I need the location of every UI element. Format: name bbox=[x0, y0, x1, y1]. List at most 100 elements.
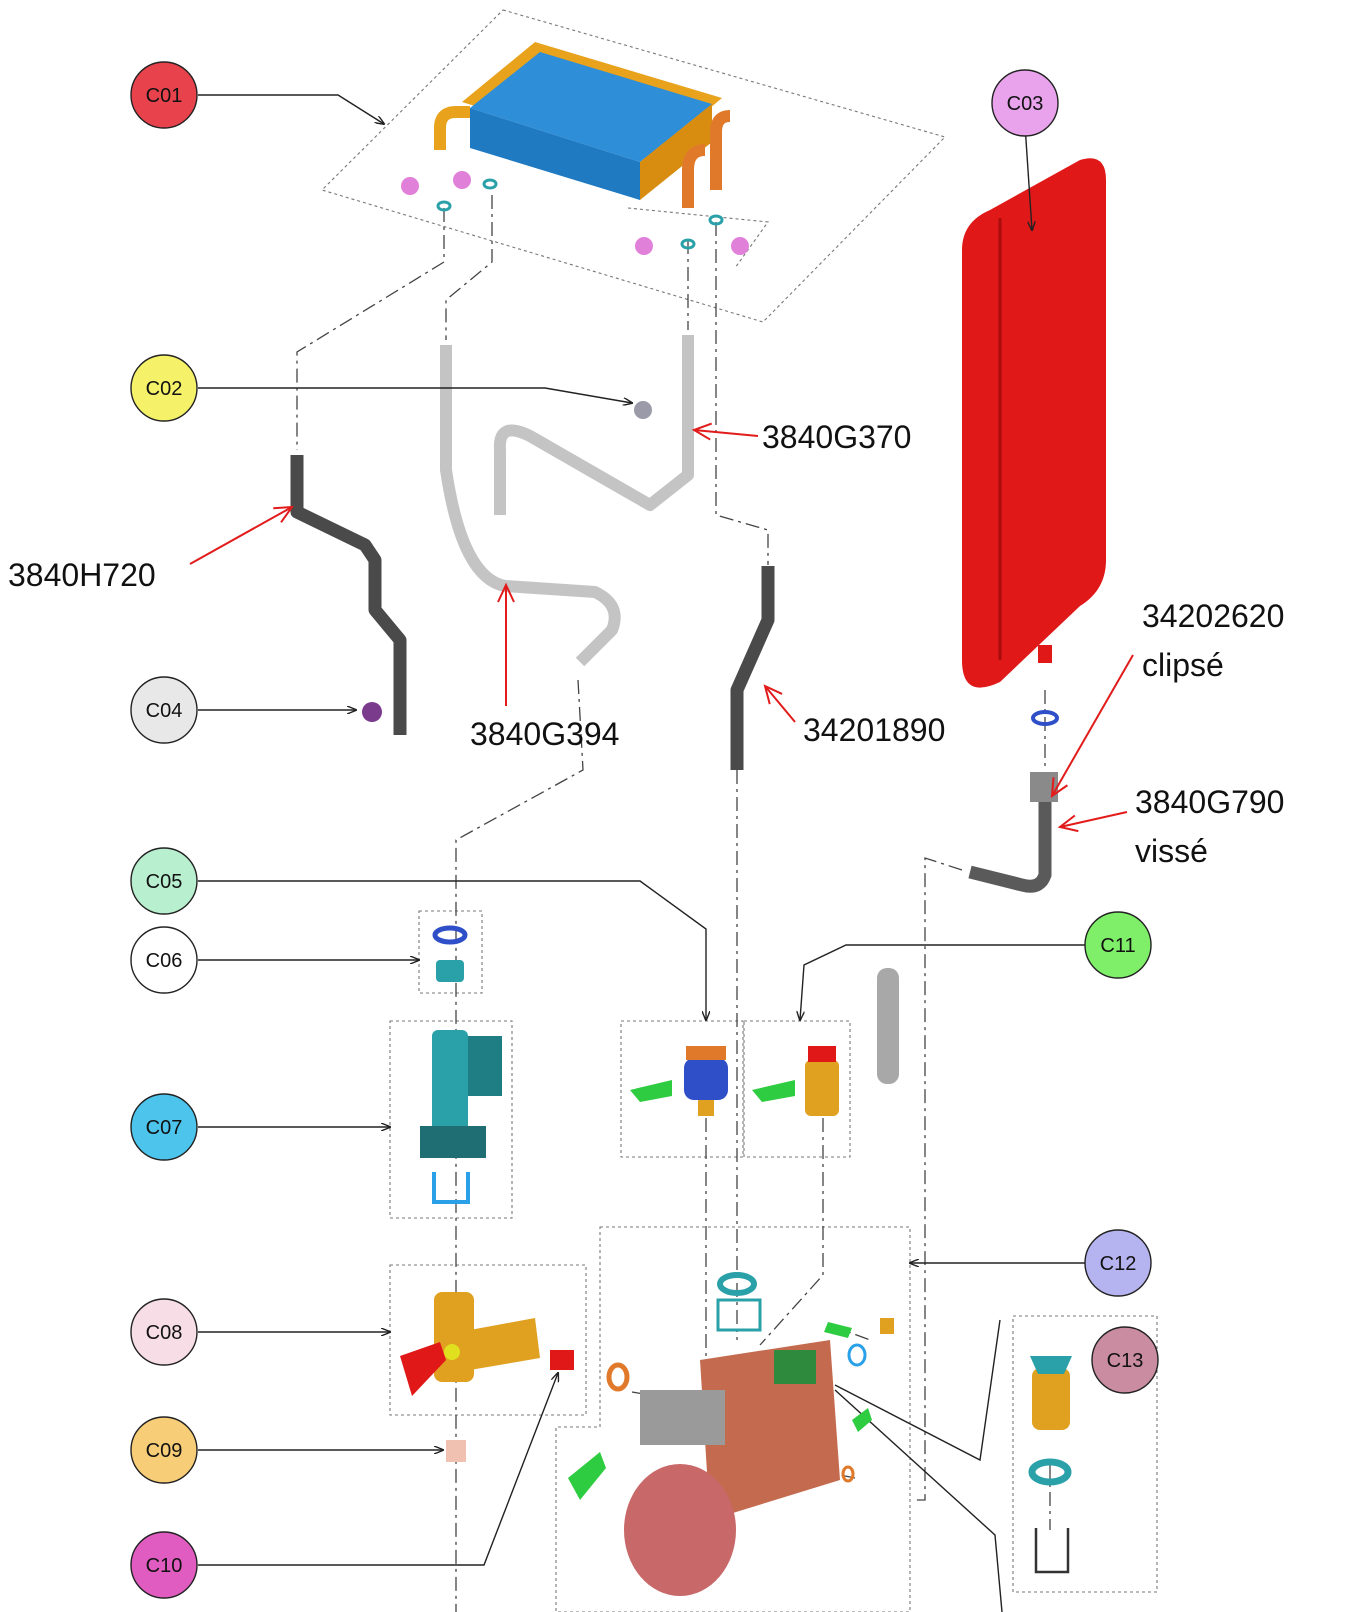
ref-label-34201890: 34201890 bbox=[803, 712, 945, 748]
callout-label: C06 bbox=[146, 950, 183, 972]
ref-label-3840g790: 3840G790 bbox=[1135, 784, 1284, 820]
callout-c10[interactable]: C10 bbox=[130, 1531, 198, 1599]
callout-c07[interactable]: C07 bbox=[130, 1093, 198, 1161]
callout-label: C04 bbox=[146, 700, 183, 722]
plug-icon bbox=[880, 1318, 894, 1334]
callout-label: C11 bbox=[1100, 935, 1135, 957]
expansion-vessel bbox=[962, 158, 1106, 726]
callout-c05[interactable]: C05 bbox=[130, 847, 198, 915]
reference-labels: 3840G370 3840H720 3840G394 34201890 3420… bbox=[8, 419, 1284, 869]
o-ring-icon bbox=[1028, 1458, 1072, 1486]
ref-arrow-34201890 bbox=[763, 684, 796, 723]
leader-c11 bbox=[800, 944, 1088, 1020]
ref-arrow-3840g370 bbox=[691, 422, 759, 441]
pipe-34201890 bbox=[730, 566, 775, 770]
c12-group-box bbox=[555, 1226, 911, 1612]
pipe-3840g370 bbox=[493, 335, 694, 515]
callout-c06[interactable]: C06 bbox=[130, 926, 198, 994]
link-right-pipe bbox=[715, 222, 769, 565]
relief-valve-cap bbox=[808, 1046, 836, 1062]
ref-label-visse: vissé bbox=[1135, 833, 1208, 869]
link-valve-column bbox=[455, 679, 584, 1612]
clip-icon bbox=[401, 177, 419, 195]
link-vessel-return bbox=[912, 857, 963, 1501]
diverter-valve-c07 bbox=[420, 1030, 502, 1204]
c05-group-box bbox=[620, 1020, 744, 1158]
ref-label-3840g394: 3840G394 bbox=[470, 716, 619, 752]
diverter-valve-base bbox=[420, 1126, 486, 1158]
pump-terminal-box bbox=[640, 1390, 725, 1445]
o-ring-icon bbox=[1031, 710, 1059, 726]
green-clip-icon bbox=[824, 1322, 852, 1338]
pipe-3840h720 bbox=[290, 455, 407, 735]
o-ring-icon bbox=[717, 1272, 757, 1296]
air-vent-body bbox=[1032, 1368, 1070, 1430]
leader-c02 bbox=[198, 387, 632, 403]
pipe-3840g394 bbox=[440, 345, 621, 667]
link-light-pipe bbox=[445, 195, 493, 340]
heat-exchanger-front-face bbox=[470, 108, 640, 200]
green-clip-icon bbox=[568, 1452, 606, 1500]
callout-c04[interactable]: C04 bbox=[130, 676, 198, 744]
callout-c13[interactable]: C13 bbox=[1091, 1326, 1159, 1394]
o-ring-icon bbox=[847, 1343, 867, 1367]
callout-label: C02 bbox=[146, 378, 183, 400]
air-vent-c13 bbox=[1028, 1356, 1072, 1574]
diverter-valve-body bbox=[432, 1030, 468, 1140]
grouping-boxes bbox=[320, 9, 1158, 1612]
sensor-c02-icon bbox=[634, 401, 652, 419]
leader-c05 bbox=[198, 880, 706, 1020]
ref-arrow-34202620 bbox=[1050, 654, 1134, 799]
callout-label: C08 bbox=[146, 1322, 183, 1344]
pump-assembly-c12 bbox=[568, 1272, 894, 1596]
callout-c03[interactable]: C03 bbox=[991, 69, 1059, 137]
relief-drain-tube bbox=[877, 968, 899, 1084]
o-ring-icon bbox=[432, 925, 468, 945]
link-c11-column bbox=[759, 1118, 824, 1346]
callout-badges: C01 C02 C03 C04 C05 C06 C07 C08 C09 C10 … bbox=[130, 61, 1159, 1599]
fill-valve-knob bbox=[444, 1344, 460, 1360]
clip-icon bbox=[731, 237, 749, 255]
callout-c11[interactable]: C11 bbox=[1084, 911, 1152, 979]
o-ring-icon bbox=[708, 214, 724, 226]
callout-c01[interactable]: C01 bbox=[130, 61, 198, 129]
sensor-c04-icon bbox=[362, 702, 382, 722]
leader-c01 bbox=[198, 94, 384, 124]
callout-label: C05 bbox=[146, 871, 183, 893]
reference-arrows bbox=[189, 422, 1134, 833]
pressure-sensor-c05 bbox=[630, 1046, 728, 1116]
diverter-valve-motor bbox=[468, 1036, 502, 1096]
ref-label-34202620: 34202620 bbox=[1142, 598, 1284, 634]
c13-group-box bbox=[1012, 1315, 1158, 1593]
drain-plug-c09 bbox=[446, 1440, 466, 1462]
callout-c12[interactable]: C12 bbox=[1084, 1229, 1152, 1297]
fill-valve-body bbox=[434, 1292, 474, 1382]
leader-c10 bbox=[198, 1373, 558, 1566]
hydraulic-block bbox=[700, 1340, 840, 1520]
callout-label: C01 bbox=[146, 85, 183, 107]
heat-exchanger-end-plate bbox=[640, 104, 712, 200]
o-ring-icon bbox=[436, 200, 452, 212]
air-vent-cap bbox=[1030, 1356, 1072, 1374]
pipe-3840g790 bbox=[968, 778, 1052, 893]
green-clip-icon bbox=[630, 1080, 672, 1102]
heat-exchanger-pipe-left bbox=[434, 106, 470, 150]
pipe-3840g790-nut bbox=[1030, 772, 1058, 802]
heat-exchanger-fins bbox=[470, 52, 712, 162]
callout-c09[interactable]: C09 bbox=[130, 1416, 198, 1484]
ref-label-3840g370: 3840G370 bbox=[762, 419, 911, 455]
ref-arrow-3840h720 bbox=[189, 505, 295, 565]
pressure-sensor-cap bbox=[686, 1046, 726, 1060]
green-clip-icon bbox=[752, 1080, 795, 1102]
flow-restrictor-c06 bbox=[436, 960, 464, 982]
callout-c02[interactable]: C02 bbox=[130, 354, 198, 422]
callout-label: C13 bbox=[1107, 1350, 1144, 1372]
callout-c08[interactable]: C08 bbox=[130, 1298, 198, 1366]
callout-label: C07 bbox=[146, 1117, 183, 1139]
relief-valve-c11 bbox=[752, 968, 899, 1116]
u-clip-icon bbox=[1034, 1528, 1070, 1574]
clip-icon bbox=[635, 237, 653, 255]
o-ring-icon bbox=[680, 238, 696, 250]
callout-leaders bbox=[198, 94, 1088, 1566]
